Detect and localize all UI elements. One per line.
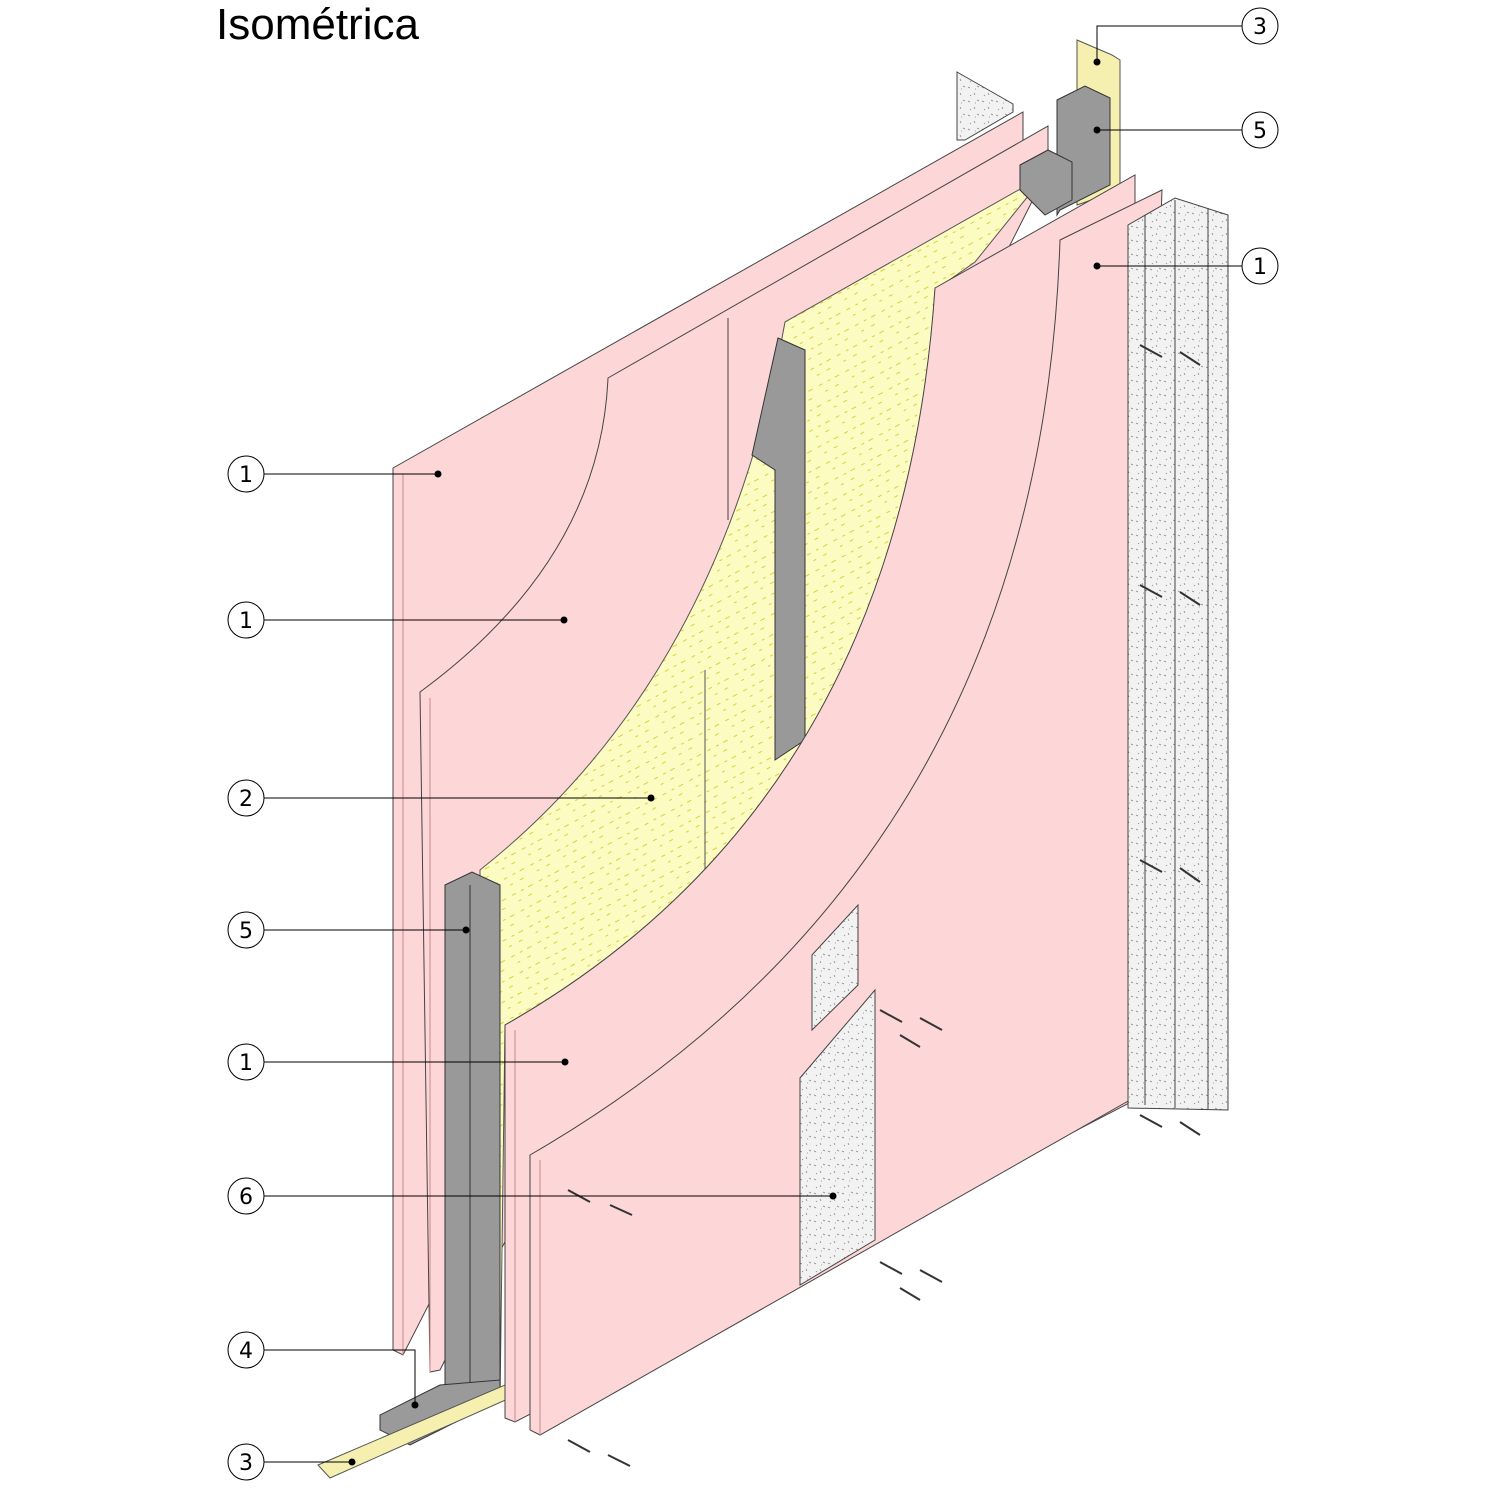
back-concrete-edge bbox=[956, 71, 1014, 141]
screws bbox=[567, 344, 1201, 1467]
callout-left-6: 6 bbox=[227, 1177, 265, 1215]
callout-left-8: 3 bbox=[227, 1443, 265, 1481]
callout-number: 1 bbox=[1253, 255, 1267, 280]
callout-right-3: 1 bbox=[1241, 247, 1279, 285]
callout-left-1: 1 bbox=[227, 455, 265, 493]
upper-stud-small bbox=[1019, 149, 1073, 216]
callout-number: 1 bbox=[239, 463, 253, 488]
callout-number: 3 bbox=[1253, 15, 1267, 40]
callout-number: 5 bbox=[1253, 119, 1267, 144]
callout-right-1: 3 bbox=[1241, 7, 1279, 45]
callout-number: 5 bbox=[239, 919, 253, 944]
concrete-core-patch bbox=[799, 988, 876, 1286]
callout-number: 2 bbox=[239, 787, 253, 812]
board-front-outer bbox=[529, 189, 1163, 1436]
callout-number: 1 bbox=[239, 1051, 253, 1076]
callout-left-2: 1 bbox=[227, 601, 265, 639]
callout-number: 1 bbox=[239, 609, 253, 634]
concrete-core-patch-upper bbox=[811, 903, 859, 1032]
callout-left-5: 1 bbox=[227, 1043, 265, 1081]
callout-right-2: 5 bbox=[1241, 111, 1279, 149]
concrete-column bbox=[1127, 197, 1229, 1111]
callout-number: 6 bbox=[239, 1185, 253, 1210]
callout-left-3: 2 bbox=[227, 779, 265, 817]
left-stud bbox=[444, 871, 501, 1411]
page-title: Isométrica bbox=[216, 0, 419, 49]
callout-number: 4 bbox=[239, 1339, 253, 1364]
callout-left-7: 4 bbox=[227, 1331, 265, 1369]
callout-left-4: 5 bbox=[227, 911, 265, 949]
callout-number: 3 bbox=[239, 1451, 253, 1476]
